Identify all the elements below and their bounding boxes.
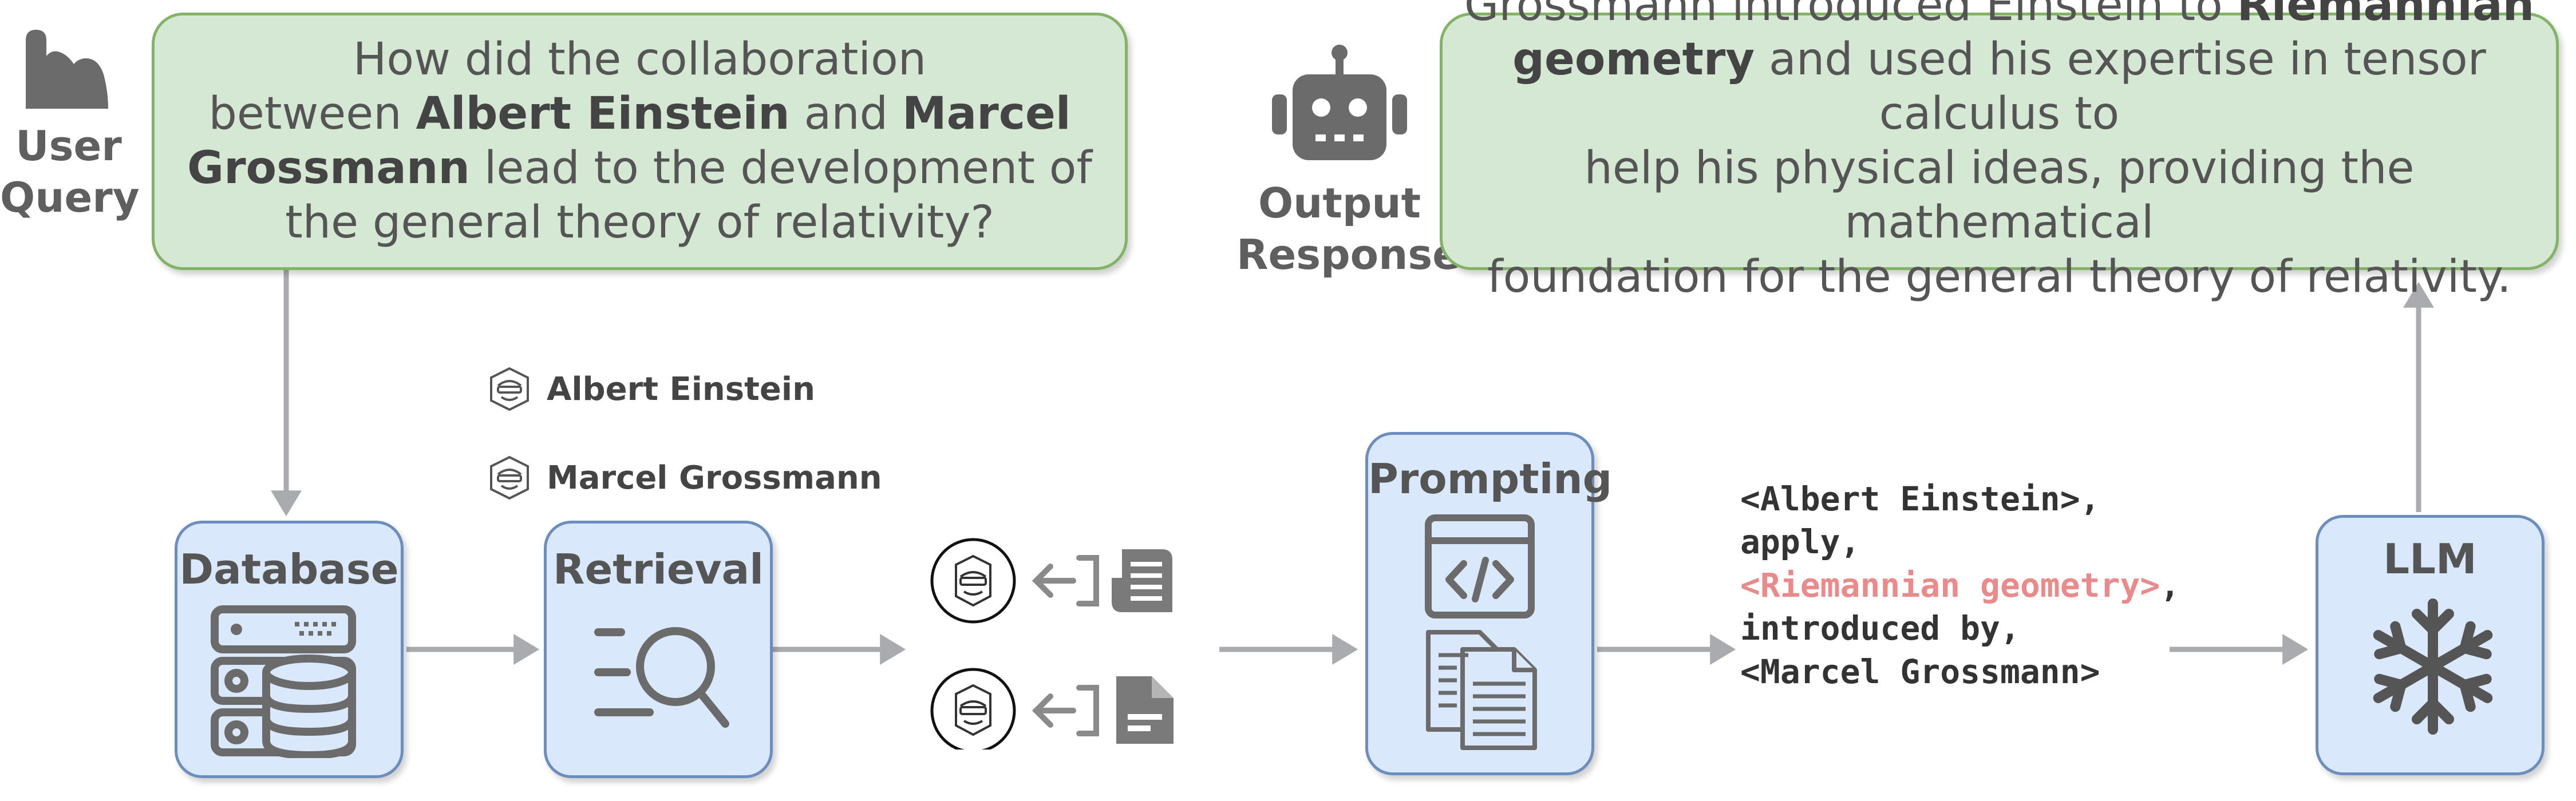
entity-albert-einstein: Albert Einstein [547, 371, 815, 408]
user-query-box: How did the collaboration between Albert… [152, 13, 1128, 270]
retrieval-title: Retrieval [553, 545, 764, 593]
prompt-line-3: <Riemannian geometry>, [1740, 565, 2180, 605]
prompting-box: Prompting [1365, 432, 1613, 775]
robot-icon [1272, 45, 1407, 160]
prompt-line-5: <Marcel Grossmann> [1740, 652, 2100, 691]
llm-box: LLM [2316, 515, 2545, 775]
user-query-text: How did the collaboration between Albert… [187, 33, 1092, 249]
result-row-2 [930, 668, 1174, 750]
entity-marcel-grossmann: Marcel Grossmann [547, 459, 882, 497]
user-icon [26, 30, 108, 109]
output-response-text: Grossmann introduced Einstein to Riemann… [1464, 0, 2535, 303]
highlight-riemannian-geometry: <Riemannian geometry> [1740, 565, 2160, 605]
database-icon [211, 605, 356, 758]
prompt-line-1: <Albert Einstein>, [1740, 479, 2100, 518]
output-response-box: Grossmann introduced Einstein to Riemann… [1440, 0, 2559, 303]
database-box: Database [175, 521, 404, 778]
person-avatar-icon [490, 455, 529, 500]
llm-title: LLM [2383, 535, 2477, 583]
database-title: Database [179, 545, 399, 593]
result-row-1 [930, 538, 1172, 624]
prompting-title: Prompting [1368, 455, 1613, 503]
code-document-icon [1425, 514, 1537, 750]
user-query-label: User Query [0, 122, 140, 221]
person-avatar-icon [490, 367, 529, 411]
prompt-line-4: introduced by, [1740, 609, 2020, 648]
prompt-text: <Albert Einstein>, apply, <Riemannian ge… [1740, 478, 2180, 693]
search-list-icon [594, 627, 729, 728]
prompt-line-2: apply, [1740, 522, 1860, 562]
output-response-label: Output Response [1236, 179, 1461, 279]
retrieved-results [930, 538, 1174, 750]
snowflake-icon [2373, 598, 2493, 735]
retrieval-box: Retrieval [544, 521, 773, 778]
